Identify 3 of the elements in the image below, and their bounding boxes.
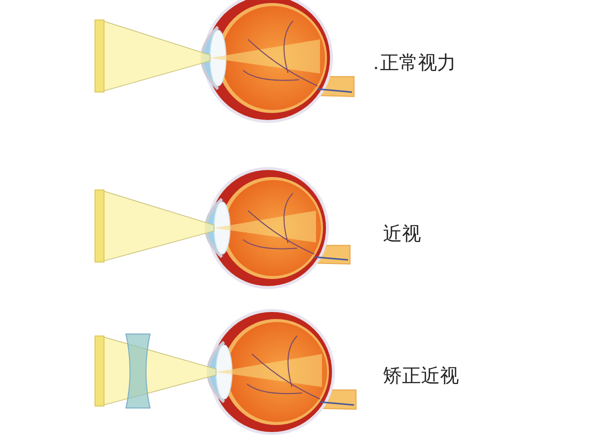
eye-label: 正常视力 <box>380 51 456 76</box>
eye-label: 近视 <box>383 222 421 247</box>
eye-label: 矫正近视 <box>383 364 459 389</box>
